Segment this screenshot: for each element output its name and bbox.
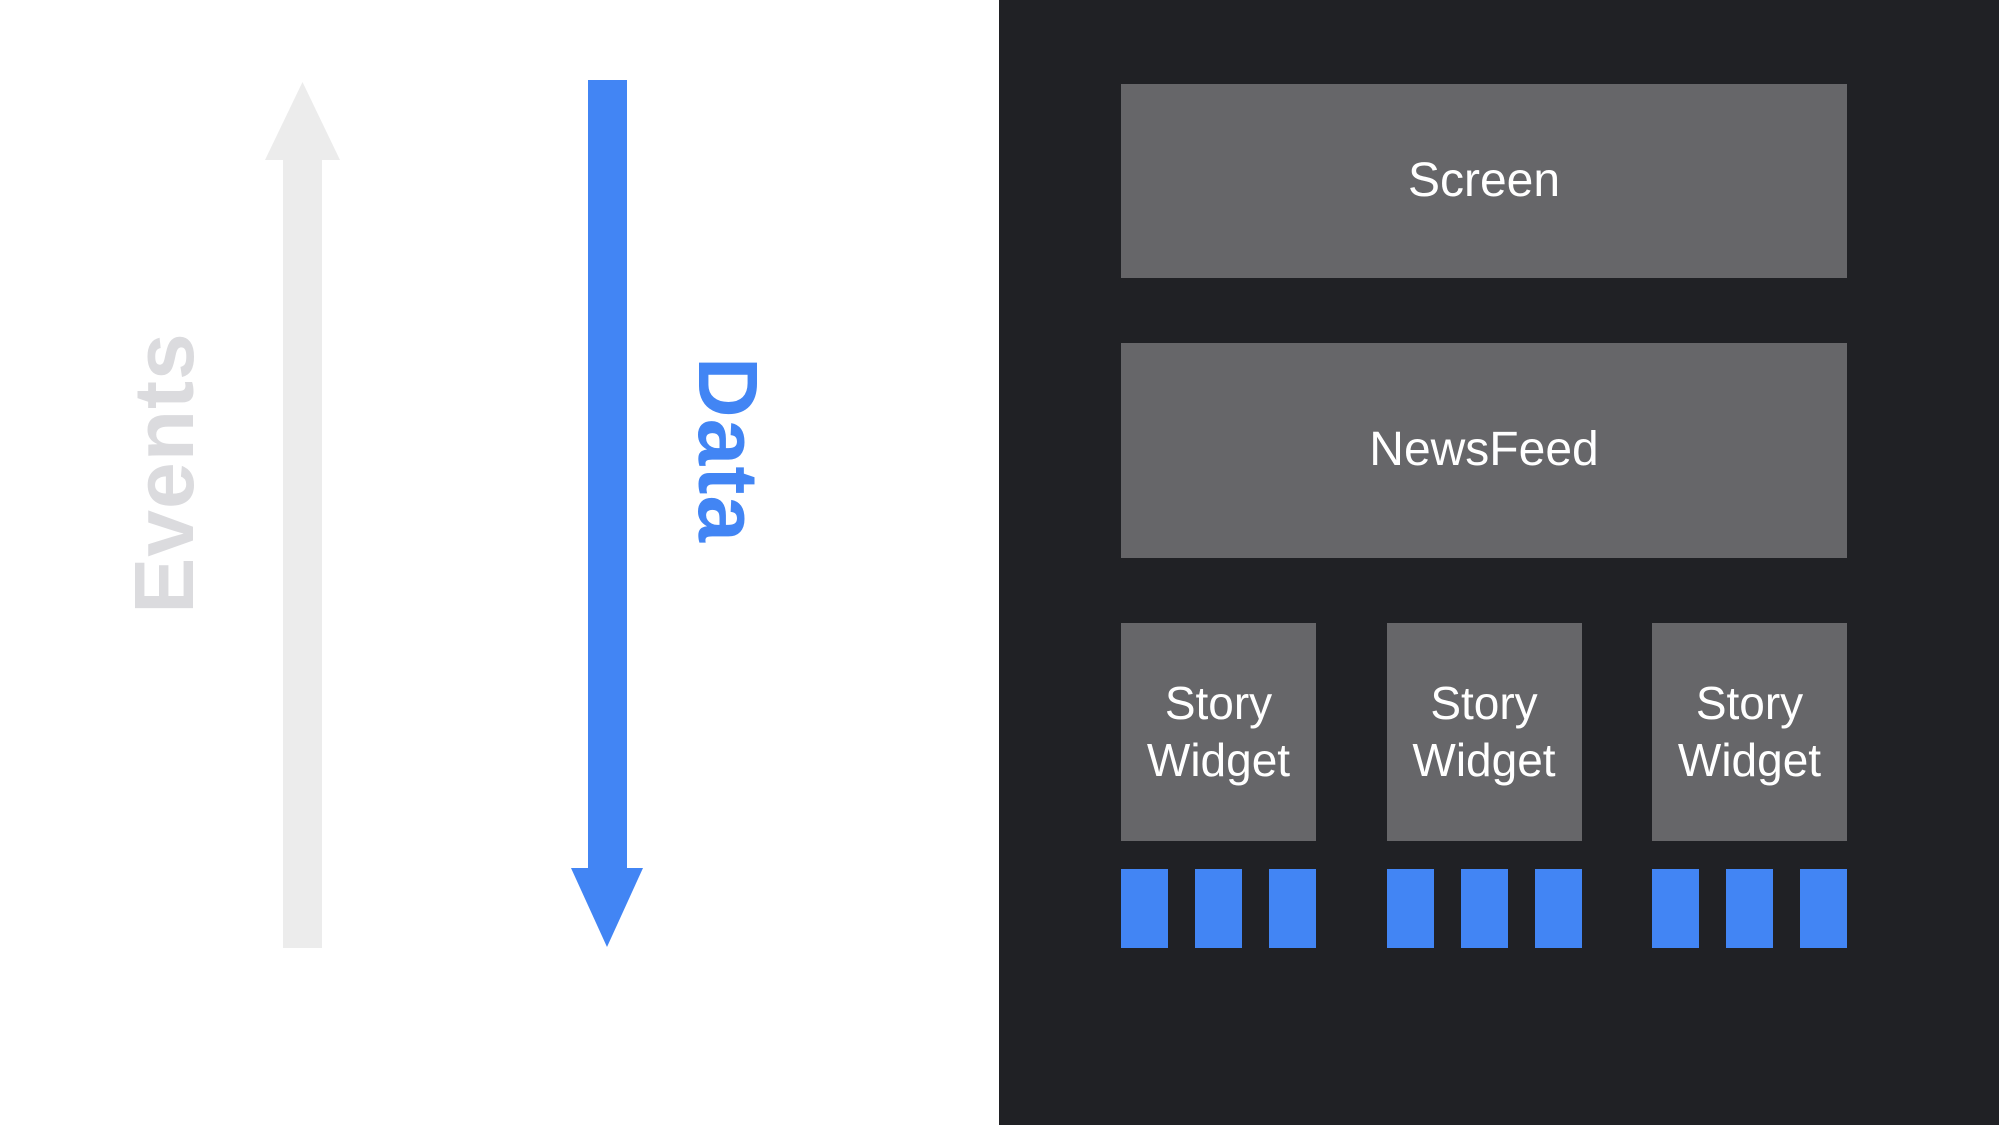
data-flow-label: Data	[681, 356, 775, 544]
data-chunk	[1121, 869, 1168, 948]
data-chunk-group	[1121, 869, 1316, 948]
data-down-arrow-head-icon	[571, 868, 643, 947]
data-chunk	[1800, 869, 1847, 948]
story-widget-box: Story Widget	[1652, 623, 1847, 841]
story-widget-row: Story Widget Story Widget Story Widget	[1121, 623, 1847, 841]
newsfeed-widget-box: NewsFeed	[1121, 343, 1847, 558]
flow-arrows-section: Events Data	[0, 0, 999, 1125]
data-chunk	[1269, 869, 1316, 948]
data-chunk	[1652, 869, 1699, 948]
story-widget-label: Story Widget	[1146, 676, 1291, 787]
story-widget-label: Story Widget	[1412, 676, 1556, 787]
data-chunk	[1726, 869, 1773, 948]
story-widget-label: Story Widget	[1677, 676, 1822, 787]
screen-widget-box: Screen	[1121, 84, 1847, 278]
data-chunk	[1386, 869, 1434, 948]
data-chunk-group	[1652, 869, 1847, 948]
data-down-arrow-shaft	[588, 80, 627, 870]
data-chunk	[1460, 869, 1508, 948]
widget-tree-panel: Screen NewsFeed Story Widget Story Widge…	[999, 0, 1999, 1125]
story-widget-box: Story Widget	[1121, 623, 1316, 841]
data-chunk	[1195, 869, 1242, 948]
newsfeed-widget-label: NewsFeed	[1369, 423, 1599, 477]
data-chunk	[1534, 869, 1582, 948]
data-chunk-row	[1121, 869, 1847, 948]
events-up-arrow-head-icon	[265, 82, 340, 160]
story-widget-box: Story Widget	[1386, 623, 1582, 841]
events-flow-label: Events	[117, 332, 211, 614]
data-chunk-group	[1386, 869, 1582, 948]
events-up-arrow-shaft	[283, 156, 322, 948]
screen-widget-label: Screen	[1407, 153, 1561, 207]
